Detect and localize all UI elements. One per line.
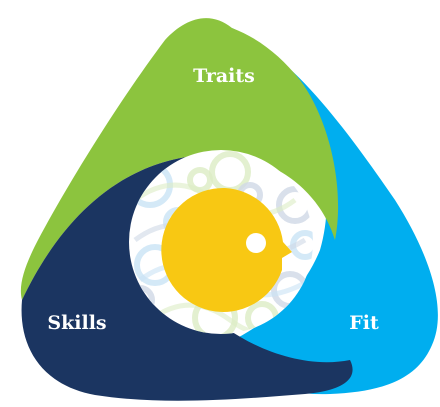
fit-segment <box>200 28 438 395</box>
traits-segment <box>20 18 339 300</box>
skills-label: Skills <box>47 312 106 334</box>
eye-icon <box>246 233 266 253</box>
skills-segment <box>21 155 353 401</box>
traits-label: Traits <box>193 65 255 87</box>
center-circle <box>161 187 292 312</box>
fit-label: Fit <box>349 312 379 334</box>
